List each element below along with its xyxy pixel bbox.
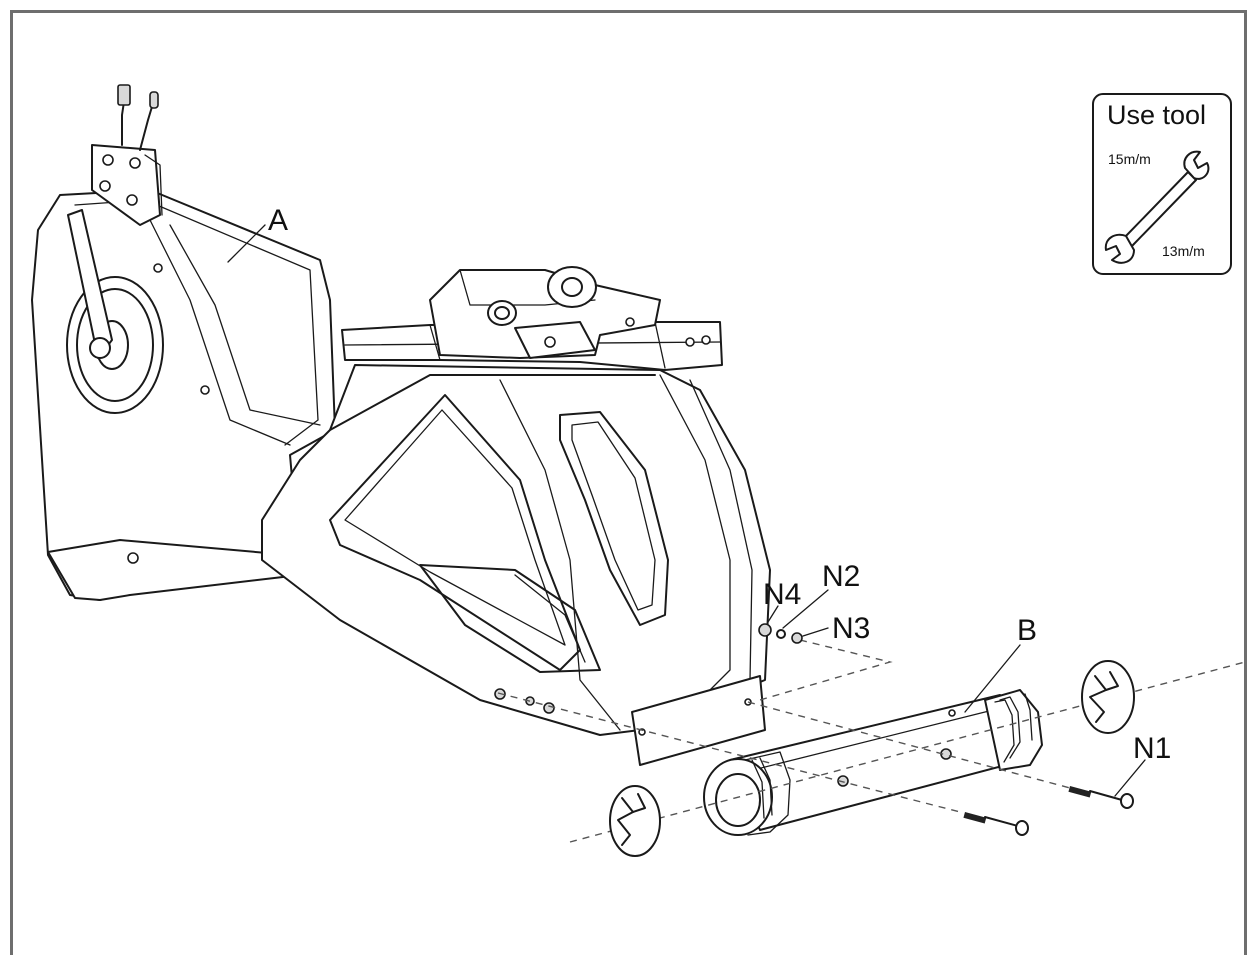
leader-b — [964, 644, 1021, 713]
tool-box-title: Use tool — [1107, 100, 1206, 130]
tool-size-top: 15m/m — [1108, 151, 1151, 167]
end-cap-left — [609, 785, 661, 857]
nut-n4 — [758, 623, 772, 637]
label-n1: N1 — [1133, 732, 1171, 765]
leader-n2 — [782, 589, 829, 629]
bolt-path-1 — [497, 692, 961, 813]
end-cap-right — [1081, 660, 1135, 734]
washer-n3 — [791, 632, 803, 644]
label-n3: N3 — [832, 612, 870, 645]
leader-n3 — [802, 627, 829, 637]
tool-size-bottom: 13m/m — [1162, 243, 1205, 259]
leader-a — [227, 224, 266, 263]
label-n4: N4 — [763, 578, 801, 611]
tool-box: Use tool 15m/m 13m/m — [1092, 93, 1232, 275]
bolt-n1-lower — [963, 812, 1029, 836]
bolt-path-3 — [759, 639, 893, 701]
leader-n1 — [1114, 759, 1146, 797]
main-frame-a — [31, 84, 771, 766]
leader-n4 — [767, 605, 779, 623]
bolt-path-2 — [747, 701, 1071, 789]
label-a: A — [268, 204, 288, 237]
label-b: B — [1017, 614, 1037, 647]
bolt-n1-upper — [1068, 786, 1134, 809]
wrench-icon — [1104, 150, 1210, 264]
label-n2: N2 — [822, 560, 860, 593]
washer-n2 — [776, 629, 786, 639]
